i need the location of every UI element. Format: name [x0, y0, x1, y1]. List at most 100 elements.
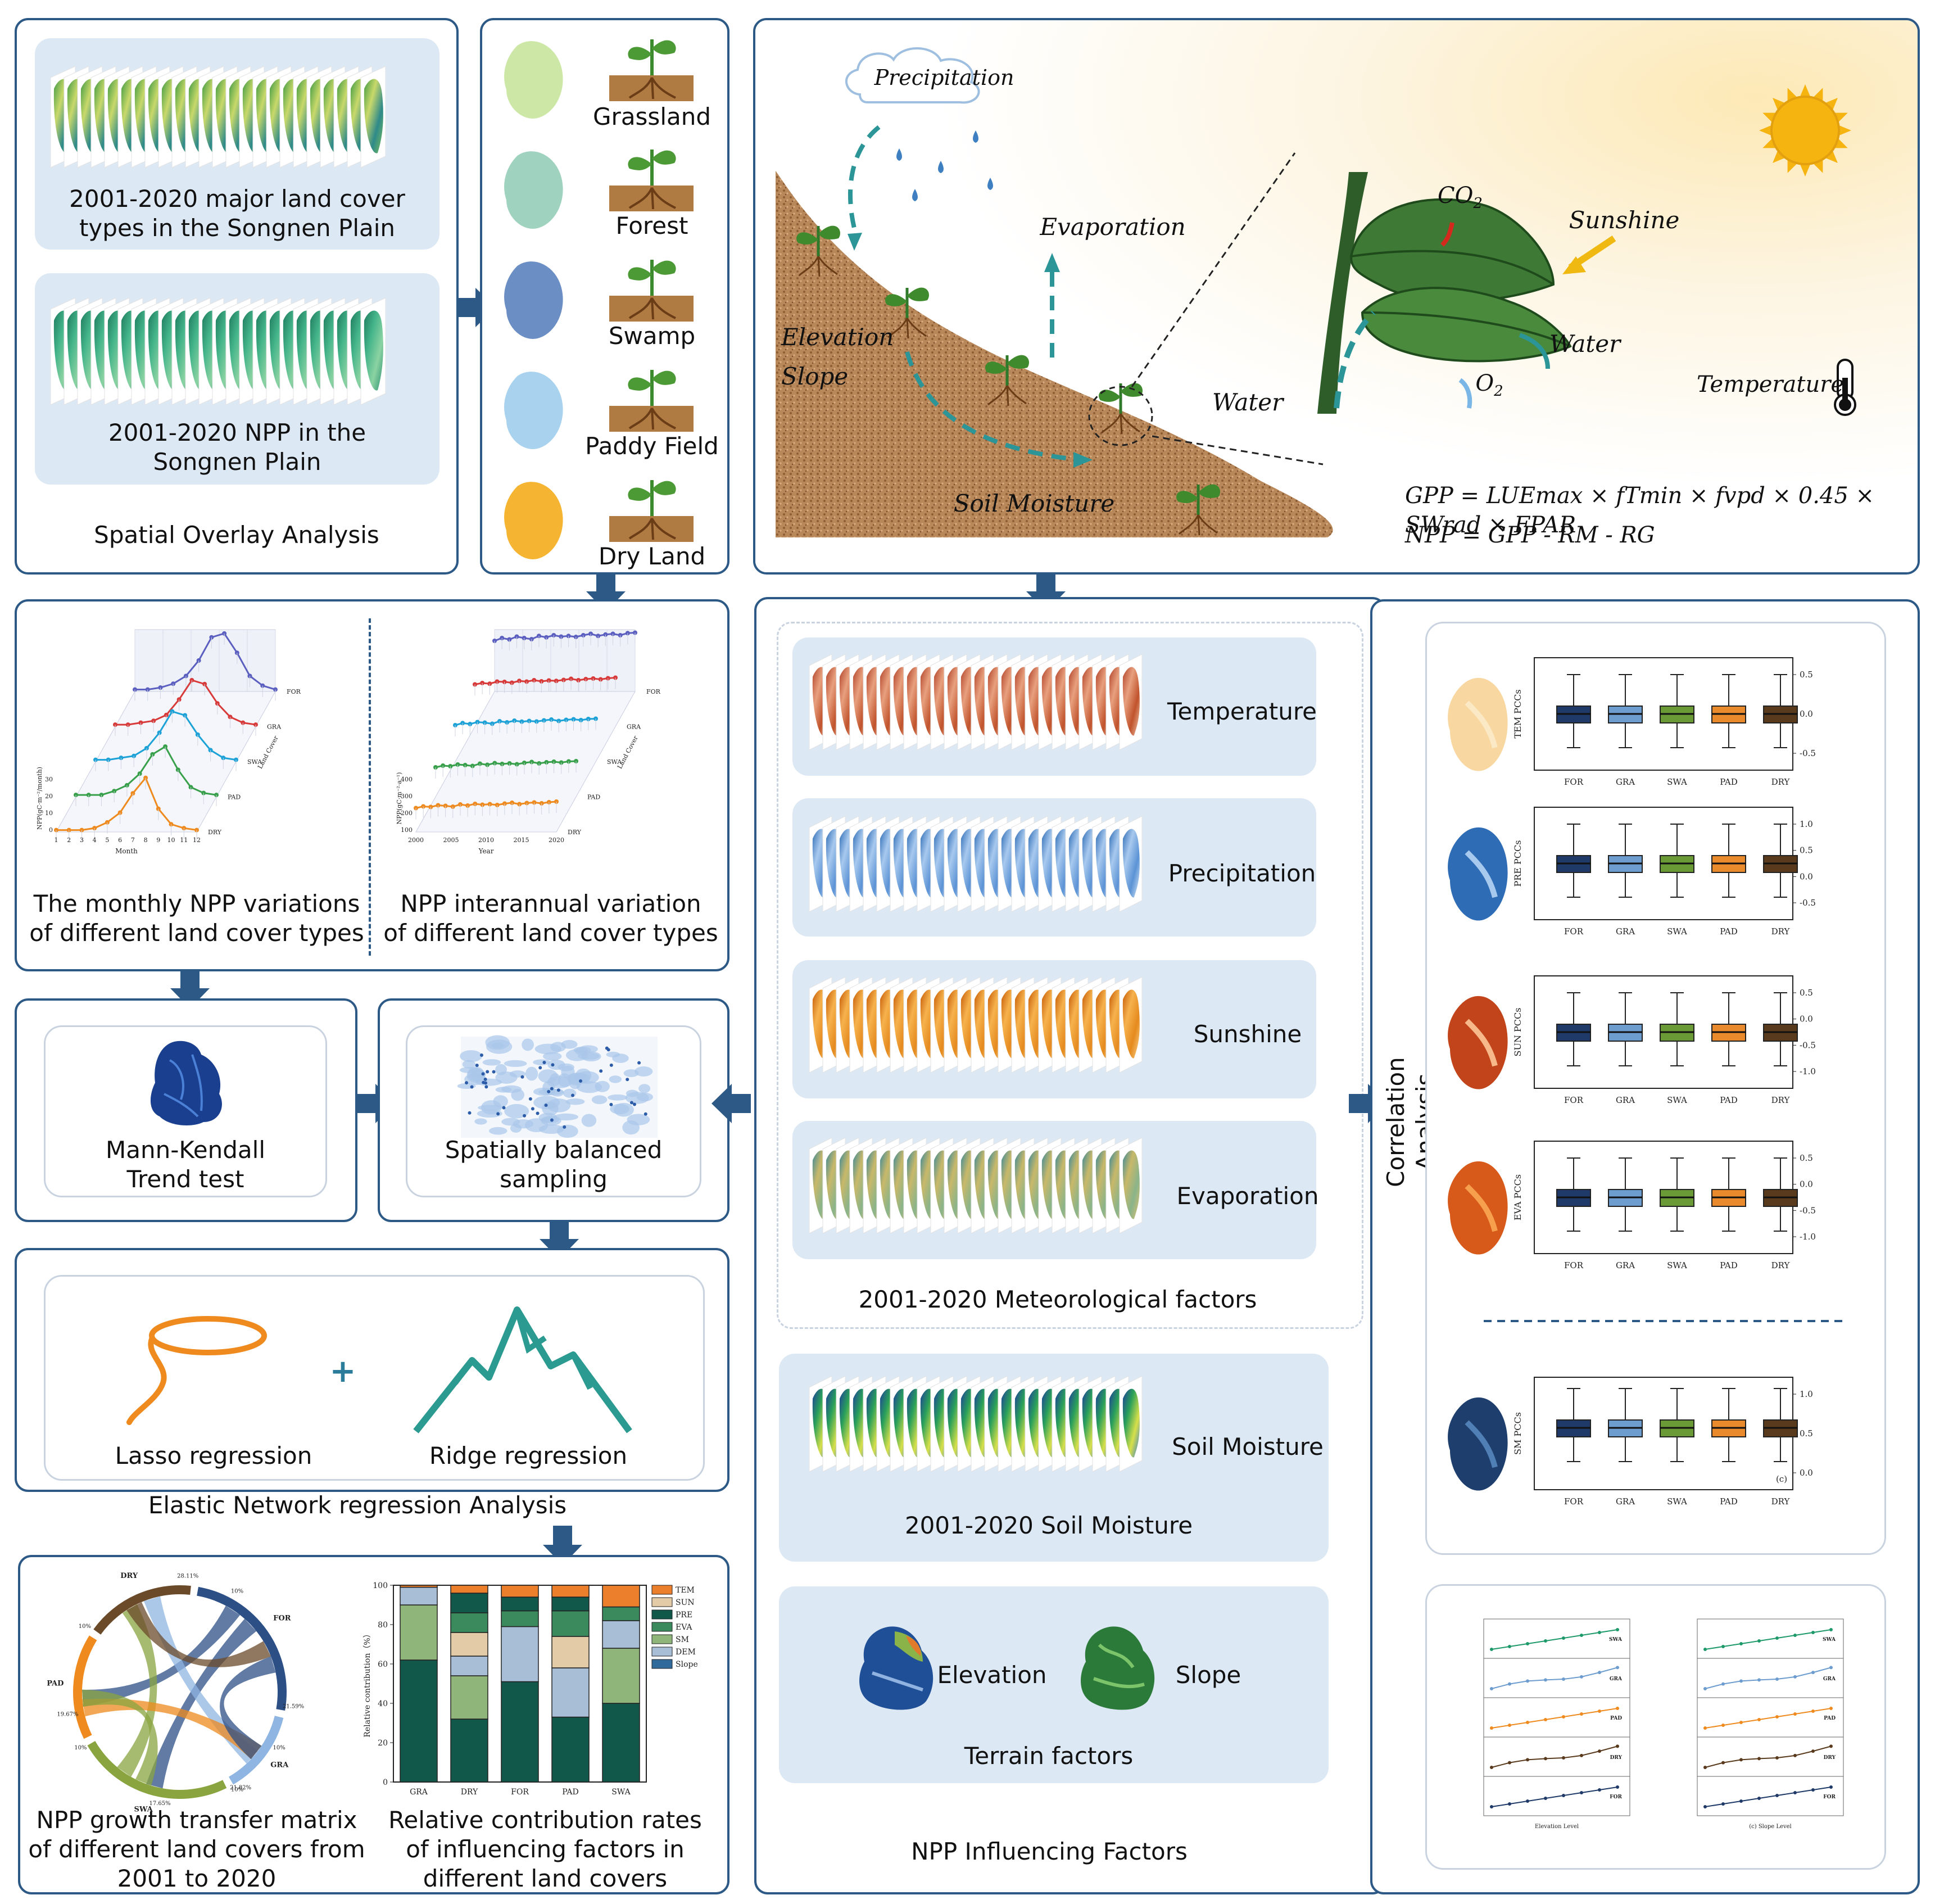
scene-illustration	[755, 20, 1918, 572]
sample-region	[534, 1043, 561, 1055]
sun-ray	[1824, 98, 1838, 112]
leaf-icon	[628, 377, 652, 391]
sample-point	[531, 1107, 534, 1111]
legend-label: EVA	[676, 1623, 692, 1632]
legend-label: DEM	[676, 1648, 696, 1657]
sample-region	[608, 1094, 628, 1101]
bar-segment	[400, 1604, 438, 1661]
mini-point	[1580, 1634, 1583, 1637]
landcover-map	[503, 260, 564, 340]
chord-sector-label: FOR	[273, 1614, 291, 1623]
plant-leaf	[885, 294, 907, 306]
sample-region	[460, 1050, 482, 1062]
terrain-title: Terrain factors	[964, 1742, 1134, 1770]
y-tick: 0	[49, 826, 53, 834]
legend-swatch	[651, 1585, 673, 1595]
arrow-down-1	[586, 572, 626, 612]
x-tick: 2010	[478, 836, 494, 844]
plant-leaf	[1198, 484, 1220, 498]
mini-point	[1721, 1645, 1725, 1648]
pcc-map-detail	[1465, 700, 1498, 749]
map-layer	[364, 79, 383, 153]
tick-label: -0.5	[1800, 1205, 1816, 1215]
y-tick-label: 0	[383, 1778, 388, 1787]
tick-label: -0.5	[1800, 748, 1816, 758]
category-label: SWA	[1667, 1260, 1687, 1270]
mini-point	[1490, 1805, 1493, 1808]
pcc-axis-label: SUN PCCs	[1512, 1008, 1523, 1057]
mini-series-label: SWA	[1609, 1637, 1623, 1643]
mini-point	[1544, 1797, 1547, 1800]
chord-percent: 10%	[79, 1623, 91, 1630]
map-layer	[1122, 1389, 1140, 1458]
mini-frame	[1483, 1736, 1630, 1777]
legend-label: PRE	[676, 1611, 692, 1620]
sun-ray	[1837, 124, 1851, 137]
y-tick: 10	[45, 809, 53, 817]
sample-region	[591, 1095, 608, 1105]
elastic-net-title: Elastic Network regression Analysis	[148, 1491, 567, 1519]
x-tick-label: FOR	[511, 1788, 529, 1797]
elevation-label: Elevation	[937, 1661, 1047, 1689]
sample-point	[644, 1112, 647, 1116]
chord-link	[220, 1656, 276, 1760]
mini-point	[1721, 1802, 1725, 1806]
sample-point	[520, 1075, 524, 1079]
mini-point	[1562, 1794, 1565, 1797]
mini-point	[1598, 1709, 1601, 1713]
category-label: SWA	[1667, 777, 1687, 787]
mini-series-label: PAD	[1610, 1716, 1622, 1721]
sample-region	[474, 1118, 487, 1125]
plant-leaf	[1007, 355, 1029, 369]
leaf-icon	[652, 260, 676, 275]
bar-segment	[551, 1597, 590, 1612]
mini-line	[1491, 1745, 1618, 1768]
mini-series-label: GRA	[1610, 1676, 1623, 1682]
arrow-right-1	[456, 288, 496, 327]
annual-npp-label: NPP interannual variation of different l…	[383, 890, 718, 947]
npp-formula: NPP = GPP - RM - RG	[1405, 522, 1655, 548]
arrow-down-4	[540, 1220, 579, 1259]
scene-evaporation-label: Evaporation	[1040, 213, 1186, 241]
bar-segment	[501, 1585, 539, 1598]
x-tick-label: DRY	[461, 1788, 478, 1797]
mini-point	[1598, 1749, 1601, 1753]
category-label: FOR	[1564, 1260, 1584, 1270]
chord-link	[82, 1689, 158, 1786]
chord-link	[146, 1618, 257, 1789]
chord-sector	[229, 1716, 284, 1785]
mini-point	[1490, 1726, 1493, 1730]
plant-roots	[1100, 413, 1140, 435]
mini-point	[1757, 1678, 1761, 1682]
sample-region	[542, 1052, 562, 1061]
lasso-label: Lasso regression	[115, 1442, 312, 1469]
mini-point	[1811, 1709, 1815, 1713]
sample-point	[479, 1053, 483, 1057]
map-layer	[1122, 989, 1140, 1059]
mini-point	[1829, 1666, 1833, 1670]
mini-point	[1490, 1766, 1493, 1769]
map-layer	[1122, 667, 1140, 736]
mini-point	[1526, 1799, 1529, 1803]
sample-region	[622, 1120, 640, 1135]
landcover-map-stack	[50, 66, 386, 168]
sample-point	[571, 1093, 575, 1097]
mini-point	[1580, 1675, 1583, 1679]
sample-region	[563, 1088, 577, 1098]
scene-slope-label: Slope	[781, 363, 849, 390]
sample-point	[542, 1060, 546, 1064]
plant-leaf	[796, 232, 818, 245]
sample-region	[635, 1066, 653, 1077]
tick-label: 0.5	[1800, 1153, 1813, 1163]
y-tick: 100	[401, 826, 413, 834]
chord-percent: 19.67%	[57, 1711, 78, 1717]
category-label: FOR	[1564, 777, 1584, 787]
lasso-icon	[126, 1316, 267, 1425]
legend-swatch	[651, 1634, 673, 1644]
roots-icon	[628, 77, 676, 100]
chord-sector-label: GRA	[270, 1761, 289, 1770]
gpp-formula: GPP = LUEmax × fTmin × fvpd × 0.45 × SWr…	[1405, 483, 1875, 538]
mini-line	[1491, 1629, 1618, 1650]
